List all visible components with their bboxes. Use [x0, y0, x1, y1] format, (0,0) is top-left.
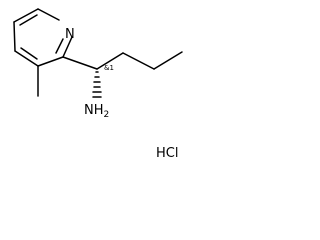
bond-ch2-ch3 — [153, 51, 183, 70]
bond-c2-c3 — [37, 56, 64, 67]
hashed-wedge-bond — [92, 71, 102, 98]
double-bond-c3-c4-inner — [20, 47, 38, 60]
ring-nitrogen-label: N — [65, 27, 75, 42]
bond-n1-c2 — [62, 36, 73, 58]
amine-label-main: NH — [84, 103, 104, 118]
bond-c6-n1 — [37, 8, 60, 21]
bond-c2-stereocenter — [62, 56, 98, 70]
bond-stereocenter-ch2 — [96, 52, 124, 70]
pyridine-ring — [13, 8, 73, 67]
double-bond-c5-c6-inner — [19, 14, 38, 26]
double-bond-n1-c2-inner — [55, 38, 64, 54]
stereo-descriptor-label: &1 — [104, 64, 114, 72]
amine-label-subscript: 2 — [104, 110, 110, 120]
bond-c4-c5 — [13, 21, 16, 52]
hcl-salt-label: HCl — [156, 146, 178, 161]
bond-c5-c6 — [13, 8, 39, 23]
bond-ch2-ch2 — [122, 52, 155, 70]
amine-label: NH2 — [84, 103, 109, 120]
bond-c3-c4 — [14, 50, 39, 67]
chemical-structure-diagram: N &1 NH2 HCl — [13, 8, 183, 161]
